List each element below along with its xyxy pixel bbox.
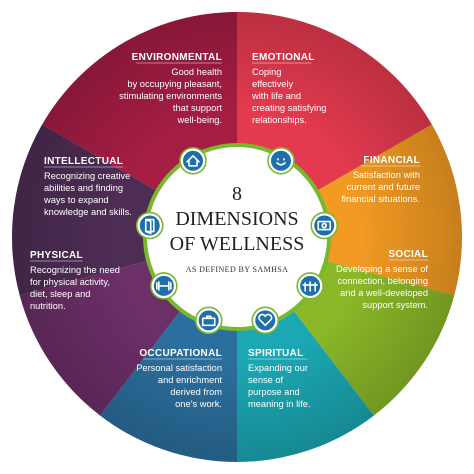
center-number: 8 bbox=[232, 183, 242, 205]
segment-text-intellectual: INTELLECTUAL Recognizing creative abilitie… bbox=[43, 156, 132, 217]
segment-desc-line: Good health bbox=[171, 67, 222, 77]
segment-title-occupational: OCCUPATIONAL bbox=[139, 348, 222, 359]
center-title-line1: DIMENSIONS bbox=[175, 208, 298, 230]
segment-desc-line: derived from bbox=[170, 387, 222, 397]
segment-desc-line: Coping bbox=[252, 67, 281, 77]
center-subtitle: AS DEFINED BY SAMHSA bbox=[186, 265, 289, 274]
segment-title-financial: FINANCIAL bbox=[363, 155, 420, 166]
icon-layer bbox=[135, 146, 339, 335]
segment-desc-line: relationships. bbox=[252, 115, 307, 125]
segment-desc-line: nutrition. bbox=[30, 301, 66, 311]
segment-text-layer: ENVIRONMENTAL Good health by occupying ple… bbox=[30, 52, 428, 409]
segment-title-spiritual: SPIRITUAL bbox=[248, 348, 303, 359]
people-icon bbox=[296, 272, 324, 300]
segment-desc-line: Developing a sense of bbox=[336, 264, 428, 274]
segment-desc-line: sense of bbox=[248, 375, 284, 385]
open-door-icon bbox=[135, 211, 164, 240]
segment-desc-line: by occupying pleasant, bbox=[127, 79, 222, 89]
segment-desc-line: Recognizing the need bbox=[30, 265, 120, 275]
segment-text-environmental: ENVIRONMENTAL Good health by occupying ple… bbox=[119, 52, 222, 125]
money-icon bbox=[310, 211, 339, 240]
heart-icon bbox=[251, 306, 280, 335]
center-title-line2: OF WELLNESS bbox=[170, 233, 305, 255]
segment-desc-line: diet, sleep and bbox=[30, 289, 90, 299]
segment-text-spiritual: SPIRITUAL Expanding our sense of purpose an… bbox=[248, 348, 311, 409]
segment-desc-line: creating satisfying bbox=[252, 103, 326, 113]
segment-title-intellectual: INTELLECTUAL bbox=[44, 156, 123, 167]
segment-desc-line: purpose and bbox=[248, 387, 300, 397]
segment-text-social: SOCIAL Developing a sense of connection, b… bbox=[336, 249, 428, 310]
segment-desc-line: Personal satisfaction bbox=[136, 363, 222, 373]
segment-desc-line: for physical activity, bbox=[30, 277, 110, 287]
segment-desc-line: with life and bbox=[251, 91, 301, 101]
segment-desc-line: ways to expand bbox=[43, 195, 109, 205]
segment-desc-line: meaning in life. bbox=[248, 399, 311, 409]
segment-desc-line: Satisfaction with bbox=[353, 170, 420, 180]
segment-desc-line: Recognizing creative bbox=[44, 171, 130, 181]
segment-title-environmental: ENVIRONMENTAL bbox=[132, 52, 222, 63]
segment-desc-line: current and future bbox=[347, 182, 420, 192]
segment-text-emotional: EMOTIONAL Coping effectively with life and c… bbox=[251, 52, 326, 125]
segment-desc-line: Expanding our bbox=[248, 363, 308, 373]
segment-desc-line: knowledge and skills. bbox=[44, 207, 132, 217]
smiley-face-icon bbox=[267, 146, 295, 175]
house-icon bbox=[179, 146, 207, 175]
segment-text-physical: PHYSICAL Recognizing the need for physical… bbox=[30, 250, 120, 311]
segment-desc-line: well-being. bbox=[177, 115, 222, 125]
segment-desc-line: one’s work. bbox=[175, 399, 222, 409]
briefcase-icon bbox=[194, 306, 223, 335]
segment-text-financial: FINANCIAL Satisfaction with current and fu… bbox=[341, 155, 420, 204]
dumbbell-icon bbox=[150, 272, 178, 300]
segment-desc-line: financial situations. bbox=[341, 194, 420, 204]
segment-title-emotional: EMOTIONAL bbox=[252, 52, 315, 63]
segment-title-physical: PHYSICAL bbox=[30, 250, 83, 261]
segment-text-occupational: OCCUPATIONAL Personal satisfaction and enr… bbox=[136, 348, 222, 409]
segment-desc-line: effectively bbox=[252, 79, 294, 89]
segment-desc-line: and a well-developed bbox=[340, 288, 428, 298]
segment-desc-line: stimulating environments bbox=[119, 91, 222, 101]
segment-desc-line: and enrichment bbox=[158, 375, 223, 385]
segment-desc-line: abilities and finding bbox=[44, 183, 123, 193]
segment-desc-line: support system. bbox=[362, 300, 428, 310]
segment-title-social: SOCIAL bbox=[388, 249, 428, 260]
segment-desc-line: that support bbox=[173, 103, 223, 113]
segment-desc-line: connection, belonging bbox=[338, 276, 428, 286]
